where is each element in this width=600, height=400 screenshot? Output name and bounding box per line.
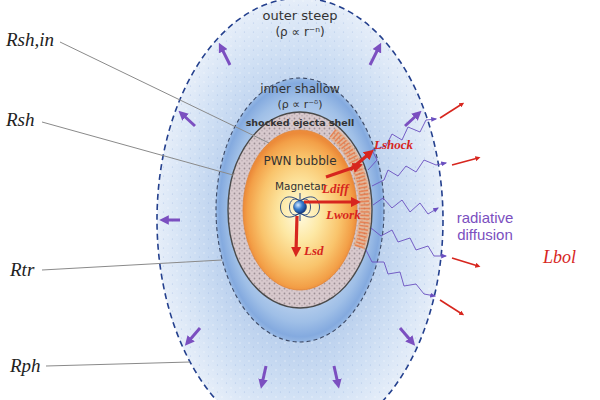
density-law: (ρ ∝ r⁻ᵟ) — [250, 99, 350, 111]
region-outline — [216, 78, 384, 342]
escape-arrow — [452, 158, 478, 165]
leader-lines — [42, 42, 269, 366]
expansion-arrow — [182, 114, 195, 126]
outer-ejecta-region: outer steep (ρ ∝ r⁻ⁿ) inner shallow (ρ ∝ r⁻… — [157, 0, 443, 400]
expansion-arrow — [400, 328, 412, 342]
expansion-arrow — [405, 114, 418, 126]
photon-path — [373, 198, 438, 214]
region-label: shocked ejecta shell — [235, 118, 365, 128]
expansion-arrow — [188, 328, 200, 342]
region-outline — [157, 0, 443, 400]
expansion-arrow — [164, 219, 180, 222]
luminosity-label: Ldiff — [322, 182, 372, 196]
radius-label: Rsh,in — [6, 30, 76, 51]
photon-path — [368, 119, 436, 170]
radius-label: Rsh — [6, 110, 56, 131]
spin-down-arrow — [296, 216, 297, 252]
work-arrow — [304, 200, 356, 203]
random-walks — [366, 119, 446, 296]
photon-path — [372, 160, 446, 186]
expansion-arrows — [164, 47, 418, 384]
luminosity-label: Lshock — [374, 138, 434, 152]
shock-arrow — [350, 153, 370, 170]
expansion-arrow — [221, 47, 230, 65]
leader-line — [46, 362, 190, 366]
region-label: outer steep — [240, 9, 360, 23]
radius-label: Rtr — [10, 260, 60, 281]
expansion-arrow — [370, 47, 379, 65]
region-label: PWN bubble — [255, 155, 345, 168]
region-label: inner shallow — [245, 83, 355, 96]
density-law: (ρ ∝ r⁻ⁿ) — [245, 26, 355, 39]
escape-arrow — [452, 258, 478, 266]
photon-path — [366, 250, 435, 296]
expansion-arrow — [334, 366, 338, 384]
luminosity-label: Lwork — [326, 208, 381, 222]
leader-line — [42, 122, 233, 175]
leader-line — [60, 42, 269, 143]
process-label: radiative diffusion — [444, 210, 526, 243]
expansion-arrow — [262, 366, 266, 384]
region-outline — [157, 0, 443, 400]
escape-arrow — [440, 104, 462, 118]
luminosity-arrows — [296, 153, 370, 252]
escape-arrow — [440, 300, 462, 314]
photon-path — [371, 228, 446, 256]
radius-label: Rph — [10, 356, 60, 377]
leader-line — [42, 260, 222, 270]
luminosity-label: Lsd — [304, 244, 344, 258]
luminosity-label: Lbol — [543, 248, 593, 268]
